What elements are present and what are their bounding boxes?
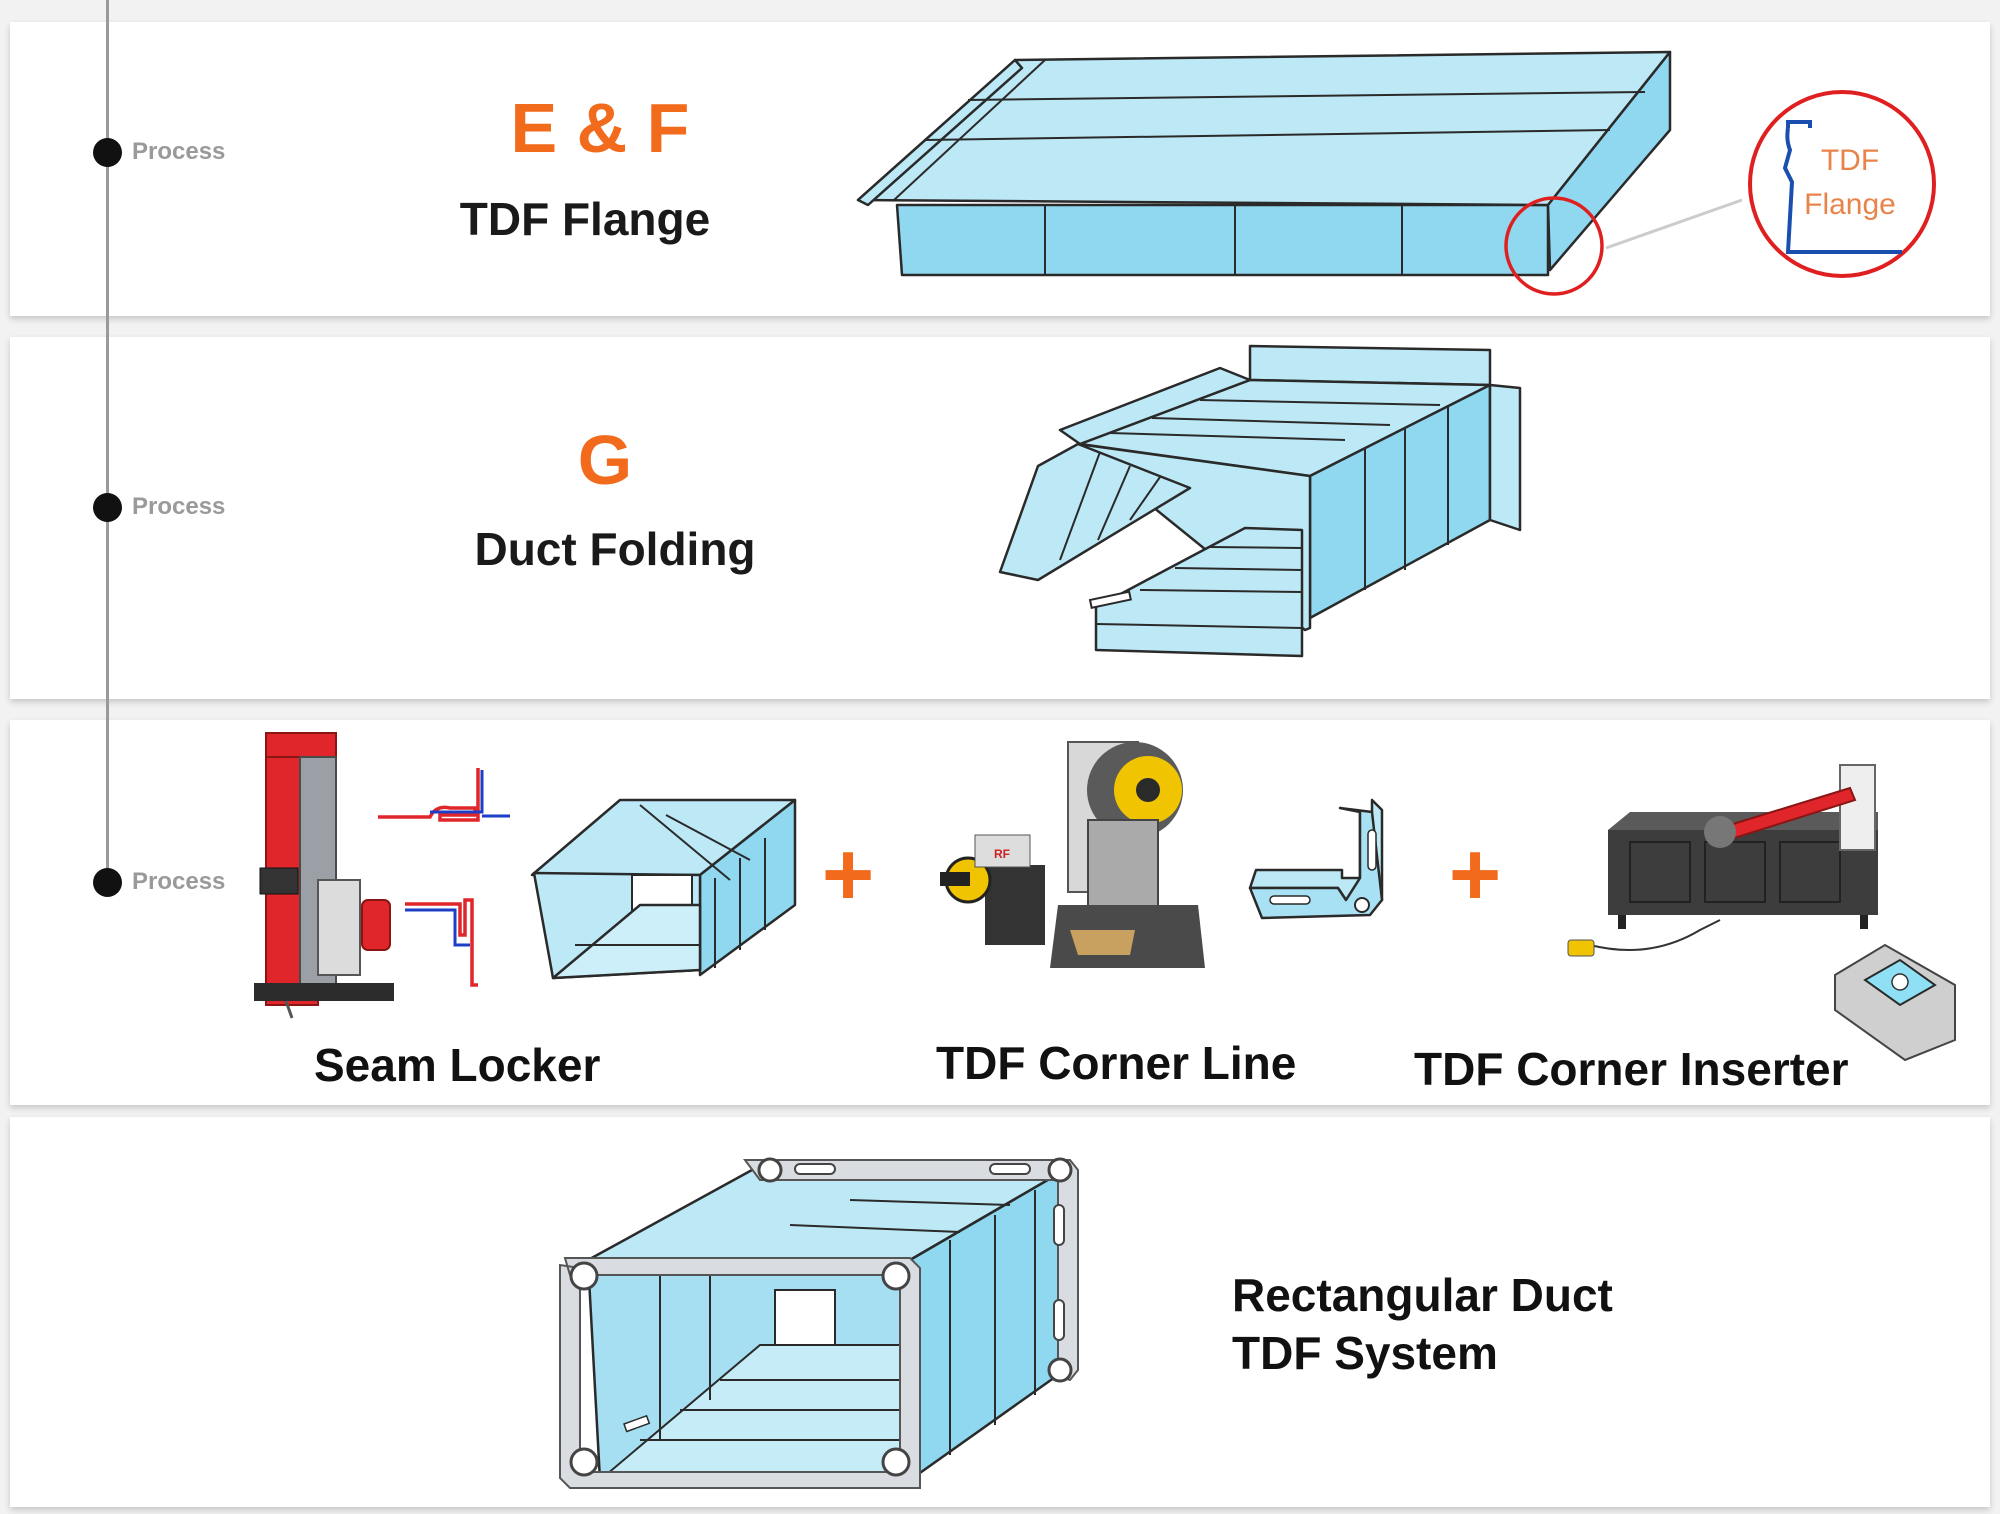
- callout-text-line-1: TDF: [1821, 144, 1879, 177]
- process-panel-duct-folding: [10, 337, 1990, 699]
- step-label: Process: [132, 493, 226, 520]
- tdf-corner-line-machine-illustration: RF: [940, 741, 1205, 968]
- callout-text-line-2: Flange: [1804, 188, 1896, 221]
- tdf-flange-callout: TDF Flange: [1748, 90, 1936, 278]
- step-label: Process: [132, 138, 226, 165]
- machine-title-tdf-corner-line: TDF Corner Line: [936, 1037, 1297, 1089]
- result-title-line-2: TDF System: [1232, 1327, 1498, 1379]
- duct-folding-illustration: [998, 344, 1522, 658]
- tdf-corner-inserter-machine-illustration: [1567, 764, 1878, 957]
- result-title-line-1: Rectangular Duct: [1232, 1269, 1613, 1321]
- tdf-flange-sheet-illustration: [856, 50, 1743, 296]
- machine-title-seam-locker: Seam Locker: [314, 1039, 601, 1091]
- machine-brand-label: RF: [994, 847, 1010, 861]
- step-title-duct-folding: Duct Folding: [474, 523, 756, 575]
- step-code-g: G: [577, 421, 633, 499]
- machine-title-tdf-corner-inserter: TDF Corner Inserter: [1414, 1043, 1849, 1095]
- step-label: Process: [132, 868, 226, 895]
- step-title-tdf-flange: TDF Flange: [459, 193, 711, 245]
- timeline-dot: [93, 493, 122, 522]
- detail-marker-circle: [1504, 196, 1604, 296]
- timeline-line: [106, 0, 109, 885]
- corner-insert-detail-illustration: [1834, 943, 1956, 1062]
- timeline-dot: [93, 138, 122, 167]
- result-title: Rectangular Duct TDF System: [1232, 1266, 1613, 1382]
- seam-locked-duct-illustration: [530, 798, 797, 980]
- timeline-dot: [93, 868, 122, 897]
- seam-locker-machine-illustration: [254, 732, 394, 1019]
- plus-sign-2: +: [1449, 825, 1502, 925]
- step-code-ef: E & F: [510, 89, 690, 167]
- tdf-corner-piece-illustration: [1248, 798, 1384, 920]
- plus-sign-1: +: [822, 825, 875, 925]
- rectangular-duct-tdf-system-illustration: [559, 1157, 1079, 1489]
- seam-profile-diagram: [378, 768, 510, 987]
